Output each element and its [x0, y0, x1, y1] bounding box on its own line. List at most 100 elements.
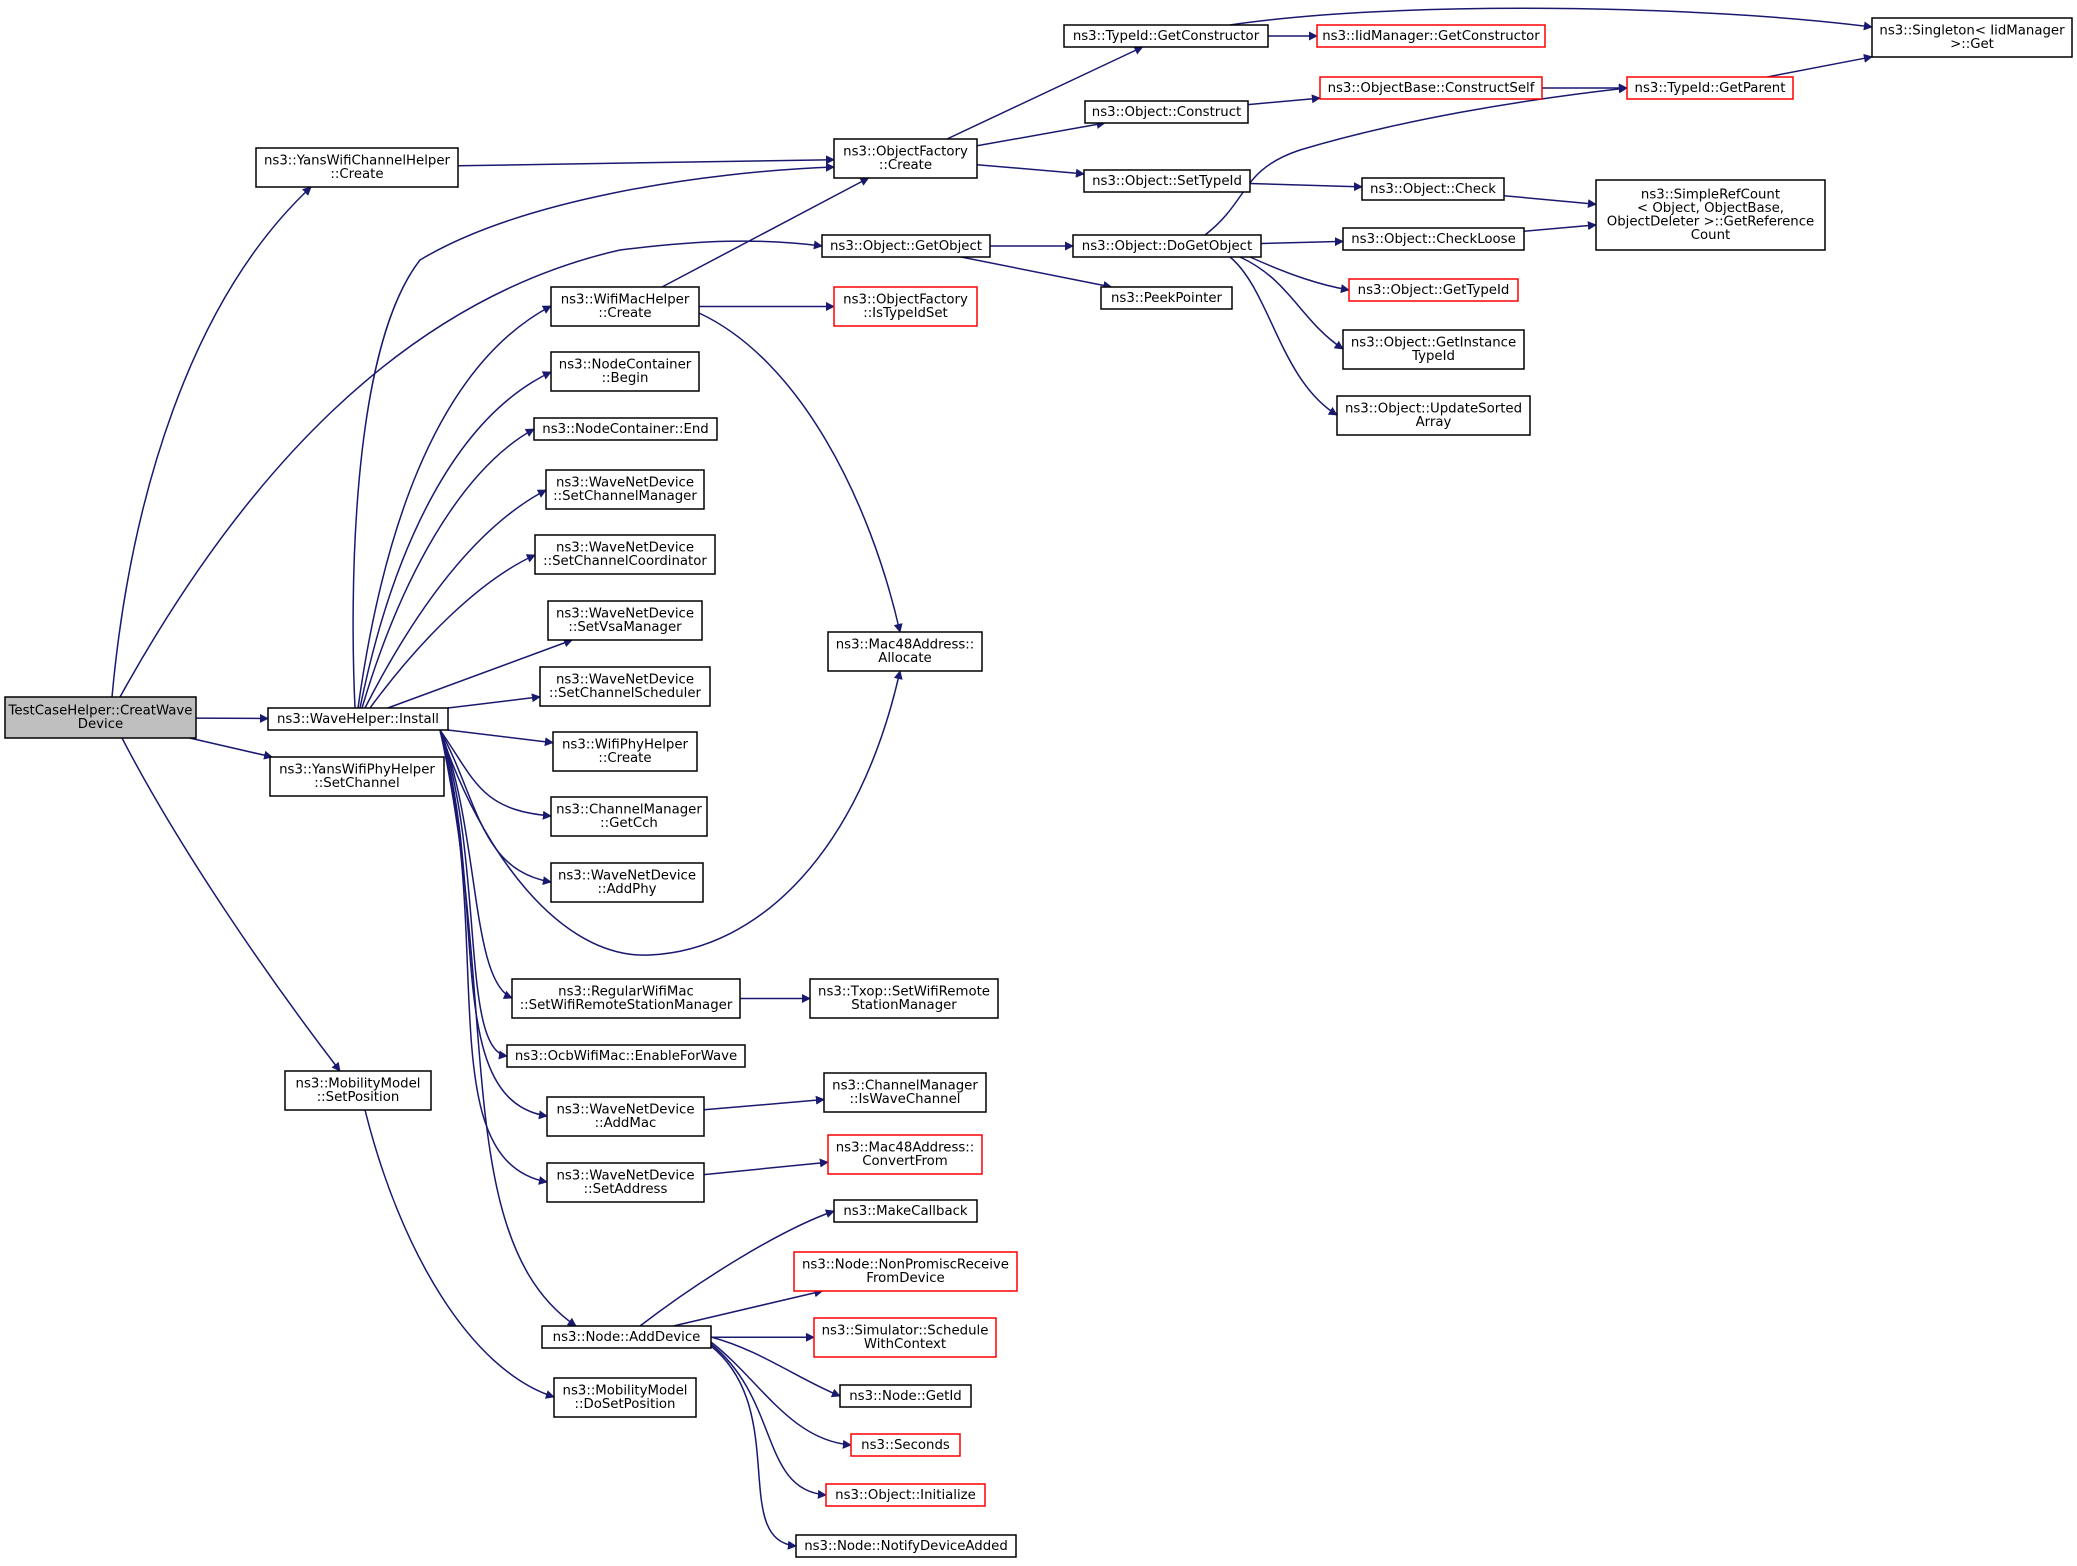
node-label-line: WithContext: [864, 1337, 946, 1352]
node-getObj[interactable]: ns3::Object::GetObject: [821, 234, 991, 258]
node-singleton[interactable]: ns3::Singleton< IidManager>::Get: [1871, 17, 2073, 58]
node-label-line: ::SetAddress: [584, 1182, 668, 1197]
node-label-line: ns3::Object::Construct: [1092, 105, 1241, 120]
node-ncEnd[interactable]: ns3::NodeContainer::End: [533, 417, 718, 441]
node-macCreate[interactable]: ns3::WifiMacHelper::Create: [550, 286, 700, 327]
node-macAlloc[interactable]: ns3::Mac48Address::Allocate: [827, 631, 983, 672]
node-label-line: < Object, ObjectBase,: [1637, 201, 1784, 216]
node-init[interactable]: ns3::Object::Initialize: [825, 1483, 986, 1507]
node-notify[interactable]: ns3::Node::NotifyDeviceAdded: [795, 1534, 1017, 1558]
node-ofCreate[interactable]: ns3::ObjectFactory::Create: [833, 138, 978, 179]
node-seconds[interactable]: ns3::Seconds: [850, 1433, 961, 1457]
node-box: [827, 1134, 983, 1175]
edge-getObj-to-peek: [960, 256, 1113, 290]
node-refCount[interactable]: ns3::SimpleRefCount< Object, ObjectBase,…: [1595, 179, 1826, 251]
node-box: [545, 469, 705, 510]
node-getParent[interactable]: ns3::TypeId::GetParent: [1626, 76, 1794, 100]
edge-addDev-to-nonProm: [673, 1288, 824, 1327]
edge-ofCreate-to-setTypeId: [976, 163, 1085, 178]
node-addPhy[interactable]: ns3::WaveNetDevice::AddPhy: [550, 862, 704, 903]
node-box: [1083, 169, 1251, 193]
node-label-line: ns3::Node::NonPromiscReceive: [802, 1258, 1009, 1273]
node-box: [793, 1251, 1018, 1292]
node-check[interactable]: ns3::Object::Check: [1361, 177, 1505, 201]
node-box: [809, 978, 999, 1019]
edge-line: [119, 240, 823, 698]
node-yansPhy[interactable]: ns3::YansWifiPhyHelper::SetChannel: [269, 756, 445, 797]
edge-line: [439, 729, 513, 999]
node-label-line: ns3::SimpleRefCount: [1641, 188, 1780, 203]
node-ocb[interactable]: ns3::OcbWifiMac::EnableForWave: [506, 1044, 746, 1068]
node-regMac[interactable]: ns3::RegularWifiMac::SetWifiRemoteStatio…: [511, 978, 741, 1019]
node-getTypeId[interactable]: ns3::Object::GetTypeId: [1348, 278, 1519, 302]
edge-line: [946, 46, 1144, 140]
edge-line: [1249, 256, 1350, 294]
node-box: [552, 731, 698, 772]
node-txop[interactable]: ns3::Txop::SetWifiRemoteStationManager: [809, 978, 999, 1019]
node-isWave[interactable]: ns3::ChannelManager::IsWaveChannel: [823, 1072, 987, 1113]
node-install[interactable]: ns3::WaveHelper::Install: [267, 707, 449, 731]
node-yansChannel[interactable]: ns3::YansWifiChannelHelper::Create: [255, 147, 459, 188]
node-label-line: ns3::Seconds: [861, 1438, 950, 1453]
node-label-line: ns3::WaveNetDevice: [556, 1169, 694, 1184]
node-setChMgr[interactable]: ns3::WaveNetDevice::SetChannelManager: [545, 469, 705, 510]
node-addDev[interactable]: ns3::Node::AddDevice: [541, 1325, 712, 1349]
node-label-line: ns3::RegularWifiMac: [558, 985, 694, 1000]
node-label-line: ns3::WifiMacHelper: [561, 293, 690, 308]
node-label-line: ns3::Object::DoGetObject: [1082, 239, 1252, 254]
node-setChCoord[interactable]: ns3::WaveNetDevice::SetChannelCoordinato…: [534, 534, 716, 575]
node-getCtor[interactable]: ns3::TypeId::GetConstructor: [1063, 24, 1269, 48]
node-label-line: ns3::OcbWifiMac::EnableForWave: [515, 1049, 737, 1064]
node-box: [1072, 234, 1262, 258]
node-ncBegin[interactable]: ns3::NodeContainer::Begin: [550, 351, 700, 392]
node-doGetObj[interactable]: ns3::Object::DoGetObject: [1072, 234, 1262, 258]
edge-addDev-to-getId: [710, 1336, 841, 1398]
node-setAddr[interactable]: ns3::WaveNetDevice::SetAddress: [546, 1162, 705, 1203]
edge-line: [703, 1095, 825, 1111]
node-getId[interactable]: ns3::Node::GetId: [839, 1384, 972, 1408]
edge-line: [976, 119, 1106, 147]
node-label-line: ns3::Object::Initialize: [835, 1488, 976, 1503]
node-iidCtor[interactable]: ns3::IidManager::GetConstructor: [1316, 24, 1546, 48]
edge-line: [1766, 53, 1873, 78]
node-label-line: ns3::MobilityModel: [296, 1077, 421, 1092]
edge-line: [369, 554, 536, 709]
edge-root-to-yansPhy: [189, 737, 274, 760]
nodes-layer: TestCaseHelper::CreatWaveDevicens3::Yans…: [4, 17, 2073, 1558]
edge-line: [357, 305, 552, 709]
node-label-line: ::IsWaveChannel: [850, 1092, 961, 1107]
node-label-line: ns3::Object::GetInstance: [1351, 336, 1516, 351]
node-setVsa[interactable]: ns3::WaveNetDevice::SetVsaManager: [547, 600, 703, 641]
node-setTypeId[interactable]: ns3::Object::SetTypeId: [1083, 169, 1251, 193]
edge-setAddr-to-convFrom: [703, 1158, 829, 1176]
edge-line: [710, 1343, 827, 1499]
node-mobSet[interactable]: ns3::MobilityModel::SetPosition: [284, 1070, 432, 1111]
node-phyCreate[interactable]: ns3::WifiPhyHelper::Create: [552, 731, 698, 772]
node-peek[interactable]: ns3::PeekPointer: [1100, 286, 1233, 310]
node-ctorSelf[interactable]: ns3::ObjectBase::ConstructSelf: [1319, 76, 1543, 100]
node-label-line: ::SetChannel: [314, 776, 399, 791]
node-setChSched[interactable]: ns3::WaveNetDevice::SetChannelScheduler: [539, 666, 711, 707]
node-addMac[interactable]: ns3::WaveNetDevice::AddMac: [546, 1096, 705, 1137]
node-box: [533, 417, 718, 441]
node-getCch[interactable]: ns3::ChannelManager::GetCch: [550, 796, 708, 837]
node-label-line: ns3::Simulator::Schedule: [822, 1324, 989, 1339]
node-box: [1084, 100, 1249, 124]
edge-install-to-ofCreate: [352, 162, 835, 709]
node-checkLoose[interactable]: ns3::Object::CheckLoose: [1342, 227, 1525, 251]
edge-line: [189, 737, 274, 760]
node-box: [541, 1325, 712, 1349]
node-box: [833, 286, 978, 327]
node-makeCb[interactable]: ns3::MakeCallback: [833, 1199, 978, 1223]
node-convFrom[interactable]: ns3::Mac48Address::ConvertFrom: [827, 1134, 983, 1175]
node-construct[interactable]: ns3::Object::Construct: [1084, 100, 1249, 124]
node-isTypeIdSet[interactable]: ns3::ObjectFactory::IsTypeIdSet: [833, 286, 978, 327]
node-box: [550, 862, 704, 903]
node-box: [839, 1384, 972, 1408]
node-mobDo[interactable]: ns3::MobilityModel::DoSetPosition: [553, 1377, 697, 1418]
